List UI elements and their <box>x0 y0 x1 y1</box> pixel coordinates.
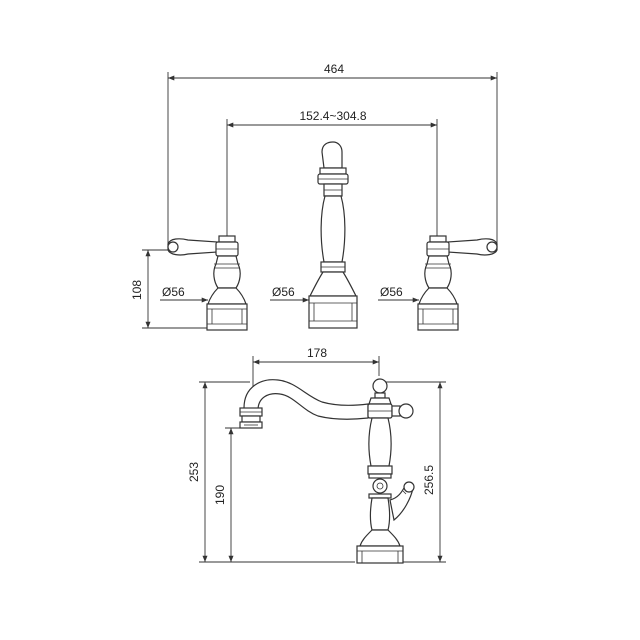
center-base-diameter-label: Ø56 <box>272 285 295 299</box>
knob-height-label: 256.5 <box>422 465 436 495</box>
spout-reach-label: 178 <box>307 346 327 360</box>
knob-height-dimension: 256.5 <box>380 381 446 563</box>
overall-width-label: 464 <box>324 62 344 76</box>
total-height-dimension: 253 <box>187 381 355 563</box>
right-handle-valve: Ø56 <box>378 235 498 331</box>
overall-width-dimension: 464 <box>167 62 498 248</box>
left-base-diameter-label: Ø56 <box>162 285 185 299</box>
spout-side-view <box>239 378 415 564</box>
outlet-height-dimension: 190 <box>213 427 256 562</box>
handle-height-label: 108 <box>130 280 144 300</box>
outlet-height-label: 190 <box>213 485 227 505</box>
center-spread-dimension: 152.4~304.8 <box>226 109 438 237</box>
right-base-diameter-label: Ø56 <box>380 285 403 299</box>
left-handle-valve: Ø56 <box>160 235 248 331</box>
center-spread-label: 152.4~304.8 <box>299 109 366 123</box>
total-height-label: 253 <box>187 462 201 482</box>
center-spout: Ø56 <box>270 141 358 329</box>
